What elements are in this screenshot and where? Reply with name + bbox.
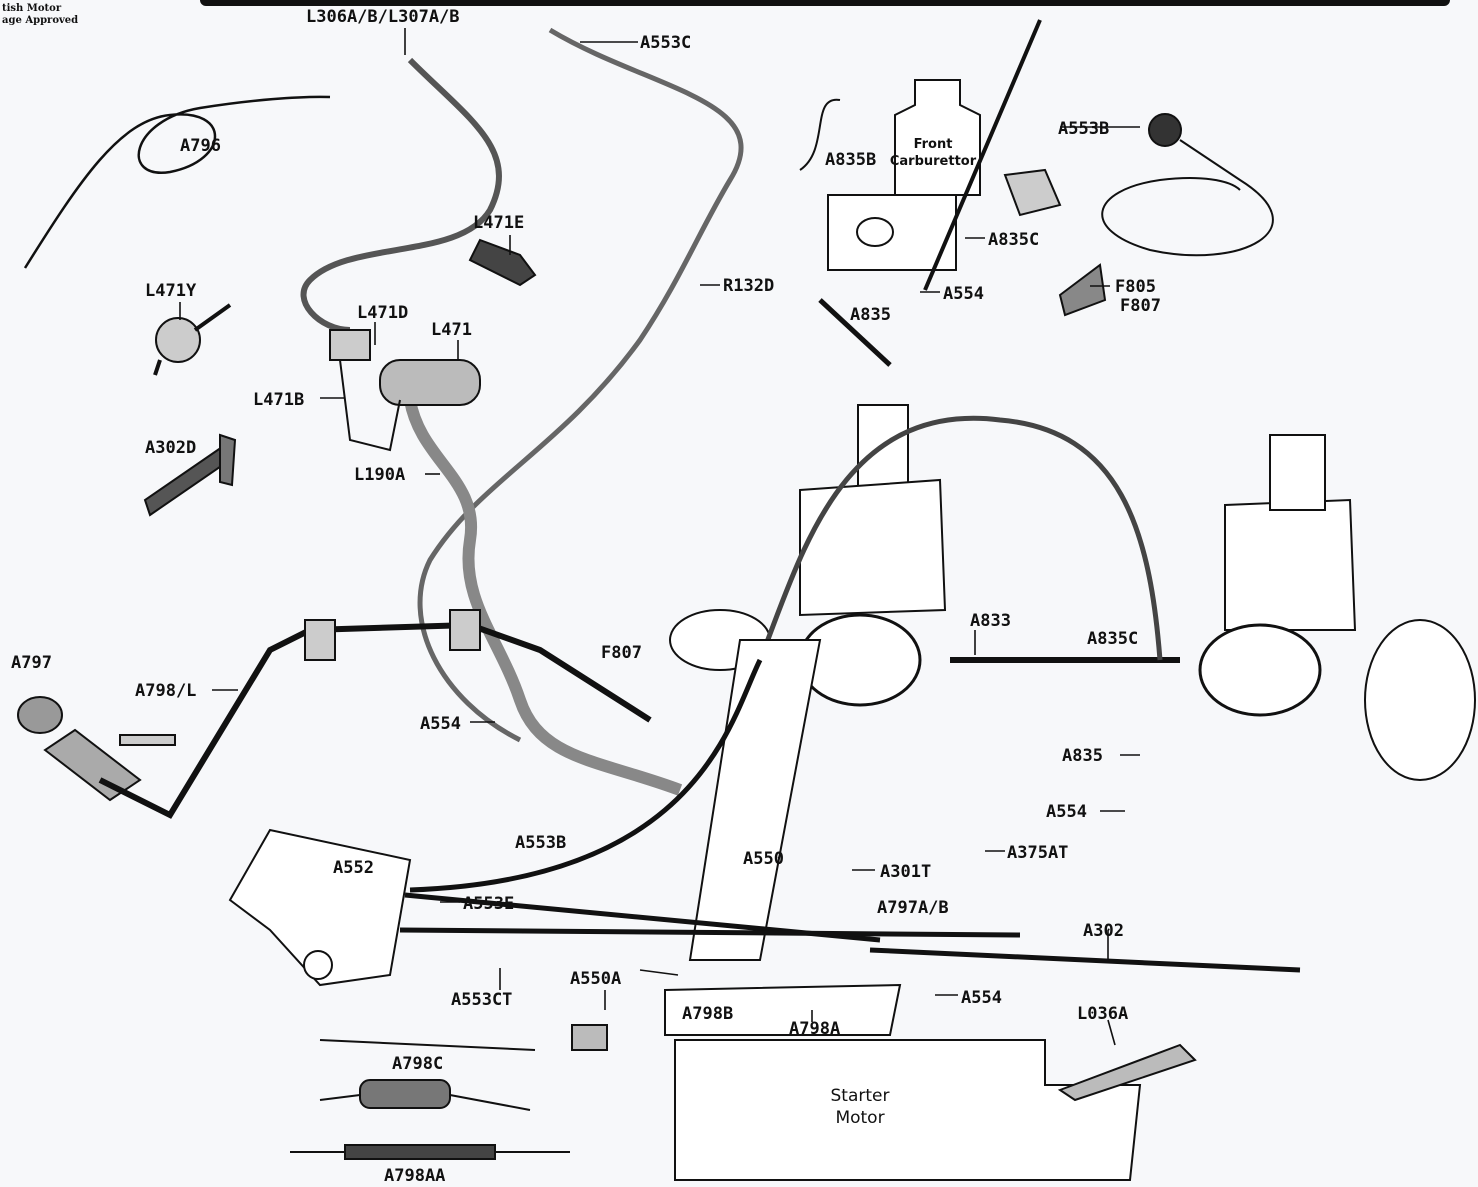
l306-cable — [300, 57, 502, 333]
label-l471: L471 — [431, 320, 472, 340]
label-a375at: A375AT — [1007, 843, 1069, 863]
label-l036a: L036A — [1077, 1004, 1129, 1024]
label-a798b: A798B — [682, 1004, 734, 1024]
front-carb-line-1: Front — [913, 137, 953, 152]
label-l471e: L471E — [473, 213, 525, 233]
label-f805: F805 — [1115, 277, 1156, 297]
starter-motor — [674, 1039, 1142, 1181]
label-a554-top: A554 — [943, 284, 984, 304]
l471y-switch — [153, 303, 232, 376]
rod-clamp-2 — [449, 609, 481, 651]
label-a302d: A302D — [145, 438, 197, 458]
label-a797: A797 — [11, 653, 52, 673]
label-a553b-top: A553B — [1058, 119, 1110, 139]
front-carb-detail — [799, 19, 1107, 367]
carb-assembly — [669, 404, 1476, 781]
label-a554-mid: A554 — [420, 714, 461, 734]
rod-clamp-1 — [304, 619, 336, 661]
a796-cable — [23, 95, 331, 269]
label-a552: A552 — [333, 858, 374, 878]
label-a553ct: A553CT — [451, 990, 513, 1010]
label-a553c: A553C — [640, 33, 692, 53]
a798c-springs — [290, 1039, 570, 1160]
label-f807-top: F807 — [1120, 296, 1161, 316]
label-a554-right: A554 — [1046, 802, 1087, 822]
header-bar — [200, 0, 1450, 6]
a553b-cable — [409, 658, 763, 893]
label-l190a: L190A — [354, 465, 406, 485]
label-a798a: A798A — [789, 1019, 841, 1039]
a553ct-cable — [399, 927, 1021, 938]
label-a550: A550 — [743, 849, 784, 869]
label-a798aa: A798AA — [384, 1166, 446, 1186]
label-a835-mid: A835 — [1062, 746, 1103, 766]
a552-bracket — [228, 828, 412, 987]
starter-line-2: Motor — [835, 1108, 885, 1128]
label-a835c-mid: A835C — [1087, 629, 1139, 649]
label-l471d: L471D — [357, 303, 409, 323]
a302d-lever — [143, 433, 237, 517]
label-a833: A833 — [970, 611, 1011, 631]
a798l-rod — [98, 621, 652, 819]
a798b-plate — [664, 983, 902, 1036]
l471-switch — [329, 329, 481, 452]
label-a301t: A301T — [880, 862, 932, 882]
label-a798c: A798C — [392, 1054, 444, 1074]
brand-text: tish Motor age Approved — [2, 3, 78, 27]
label-a835-top: A835 — [850, 305, 891, 325]
front-carburettor-label: Front Carburettor — [888, 136, 978, 170]
label-f807-mid: F807 — [601, 643, 642, 663]
a553c-cable — [417, 27, 744, 743]
label-l471y: L471Y — [145, 281, 197, 301]
l471e-boot — [468, 238, 537, 287]
a553b-knob — [1101, 113, 1274, 257]
l036a-lever — [1057, 1043, 1197, 1102]
label-a797ab: A797A/B — [877, 898, 949, 918]
a550-bracket — [688, 639, 822, 961]
brand-line-1: tish Motor — [2, 3, 62, 14]
label-a798l: A798/L — [135, 681, 197, 701]
label-a796: A796 — [180, 136, 221, 156]
a797-link — [17, 696, 176, 802]
a550a-clip — [571, 1024, 608, 1051]
front-carb-line-2: Carburettor — [889, 154, 977, 169]
label-l306: L306A/B/L307A/B — [306, 7, 460, 27]
label-a553e: A553E — [463, 894, 515, 914]
label-a835c-top: A835C — [988, 230, 1040, 250]
label-a302: A302 — [1083, 921, 1124, 941]
a302-rod — [869, 947, 1301, 973]
label-l471b: L471B — [253, 390, 305, 410]
l190a-harness — [404, 398, 683, 796]
label-a553b-low: A553B — [515, 833, 567, 853]
label-r132d: R132D — [723, 276, 775, 296]
starter-line-1: Starter — [830, 1086, 890, 1106]
label-a550a: A550A — [570, 969, 622, 989]
brand-line-2: age Approved — [2, 15, 79, 26]
starter-motor-label: Starter Motor — [810, 1085, 910, 1129]
label-a835b: A835B — [825, 150, 877, 170]
label-a554-low: A554 — [961, 988, 1002, 1008]
